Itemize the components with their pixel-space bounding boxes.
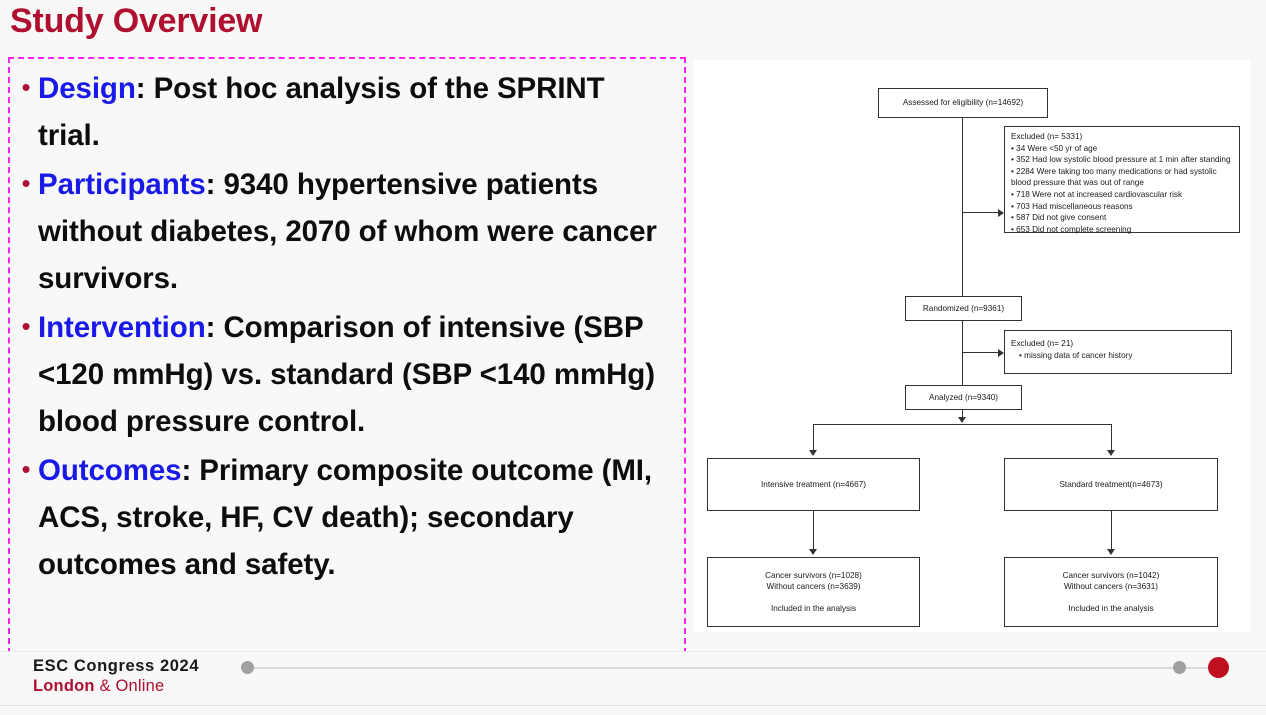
progress-track[interactable] (243, 667, 1223, 669)
bullet-keyword: Intervention (38, 311, 206, 344)
page-title: Study Overview (10, 2, 263, 40)
excluded2-item: • missing data of cancer history (1019, 350, 1133, 360)
excluded1-item: • 2284 Were taking too many medications … (1011, 166, 1217, 188)
bullet-body: : Comparison of intensive (SBP <120 mmHg… (38, 311, 655, 438)
standard-result-line: Cancer survivors (n=1042) (1062, 570, 1160, 580)
list-item: • Intervention: Comparison of intensive … (14, 304, 674, 445)
flow-box-randomized: Randomized (n=9361) (905, 296, 1022, 321)
brand-online: & Online (94, 677, 165, 695)
flow-box-intensive-treatment: Intensive treatment (n=4667) (707, 458, 920, 511)
footer-divider (0, 705, 1266, 706)
arrow-down-icon (1107, 549, 1115, 555)
bullet-keyword: Participants (38, 168, 206, 201)
connector-split-left (813, 424, 815, 453)
bullet-marker-icon: • (21, 311, 31, 341)
footer-bar: ESC Congress 2024 London & Online (0, 651, 1266, 715)
brand-logo: ESC Congress 2024 London & Online (33, 656, 199, 696)
excluded2-title: Excluded (n= 21) (1011, 339, 1074, 348)
excluded1-item: • 587 Did not give consent (1011, 213, 1107, 223)
arrow-down-icon (1107, 450, 1115, 456)
arrow-right-icon (998, 209, 1004, 217)
bullet-marker-icon: • (21, 72, 31, 102)
connector-to-excluded1 (962, 212, 999, 214)
arrow-right-icon (998, 349, 1004, 357)
intensive-result-line: Cancer survivors (n=1028) (765, 570, 862, 580)
flow-box-assessed: Assessed for eligibility (n=14692) (878, 88, 1048, 118)
connector-to-excluded2 (962, 352, 999, 354)
flow-box-excluded-5331: Excluded (n= 5331) • 34 Were <50 yr of a… (1004, 126, 1240, 234)
connector-split-horizontal (813, 424, 1112, 426)
connector-analyzed-stem (962, 410, 964, 420)
bullet-text: Outcomes: Primary composite outcome (MI,… (38, 447, 674, 588)
flow-box-intensive-results: Cancer survivors (n=1028) Without cancer… (707, 557, 920, 627)
standard-result-line: Without cancers (n=3631) (1064, 582, 1158, 592)
flow-box-excluded-21: Excluded (n= 21) • missing data of cance… (1004, 330, 1232, 374)
bullet-keyword: Outcomes (38, 454, 182, 487)
arrow-down-icon (958, 417, 966, 423)
bullet-body: : Primary composite outcome (MI, ACS, st… (38, 454, 652, 581)
excluded1-item: • 34 Were <50 yr of age (1011, 143, 1098, 153)
arrow-down-icon (809, 450, 817, 456)
connector-standard-to-results (1111, 511, 1113, 552)
bullet-text: Intervention: Comparison of intensive (S… (38, 304, 674, 445)
flow-box-analyzed: Analyzed (n=9340) (905, 385, 1022, 410)
progress-dot-mid[interactable] (1173, 661, 1186, 674)
excluded1-item: • 653 Did not complete screening (1011, 224, 1132, 234)
intensive-result-line: Included in the analysis (770, 603, 857, 613)
bullet-marker-icon: • (21, 454, 31, 484)
list-item: • Outcomes: Primary composite outcome (M… (14, 447, 674, 588)
arrow-down-icon (809, 549, 817, 555)
excluded1-item: • 703 Had miscellaneous reasons (1011, 201, 1133, 211)
excluded1-item: • 718 Were not at increased cardiovascul… (1011, 189, 1183, 199)
standard-result-line: Included in the analysis (1068, 603, 1154, 613)
brand-line-congress: ESC Congress 2024 (33, 657, 200, 675)
flow-box-standard-treatment: Standard treatment(n=4673) (1004, 458, 1218, 511)
bullet-body: : Post hoc analysis of the SPRINT trial. (38, 72, 605, 152)
bullets-panel: • Design: Post hoc analysis of the SPRIN… (8, 57, 686, 654)
bullet-body: : 9340 hypertensive patients without dia… (38, 168, 657, 295)
bullet-marker-icon: • (21, 168, 31, 198)
excluded1-title: Excluded (n= 5331) (1011, 132, 1083, 141)
flow-box-standard-results: Cancer survivors (n=1042) Without cancer… (1004, 557, 1218, 627)
list-item: • Participants: 9340 hypertensive patien… (14, 161, 674, 302)
bullet-text: Participants: 9340 hypertensive patients… (38, 161, 674, 302)
consort-flow-diagram: Assessed for eligibility (n=14692) Exclu… (694, 60, 1250, 632)
brand-line-city: London & Online (33, 676, 199, 696)
bullet-keyword: Design (38, 72, 136, 105)
progress-dot-current[interactable] (1208, 657, 1229, 678)
list-item: • Design: Post hoc analysis of the SPRIN… (14, 65, 674, 159)
intensive-result-line: Without cancers (n=3639) (766, 582, 861, 592)
brand-city: London (33, 677, 95, 695)
excluded1-item: • 352 Had low systolic blood pressure at… (1011, 155, 1231, 165)
connector-split-right (1111, 424, 1113, 453)
bullet-text: Design: Post hoc analysis of the SPRINT … (38, 65, 674, 159)
connector-intensive-to-results (813, 511, 815, 552)
progress-dot-start[interactable] (241, 661, 254, 674)
